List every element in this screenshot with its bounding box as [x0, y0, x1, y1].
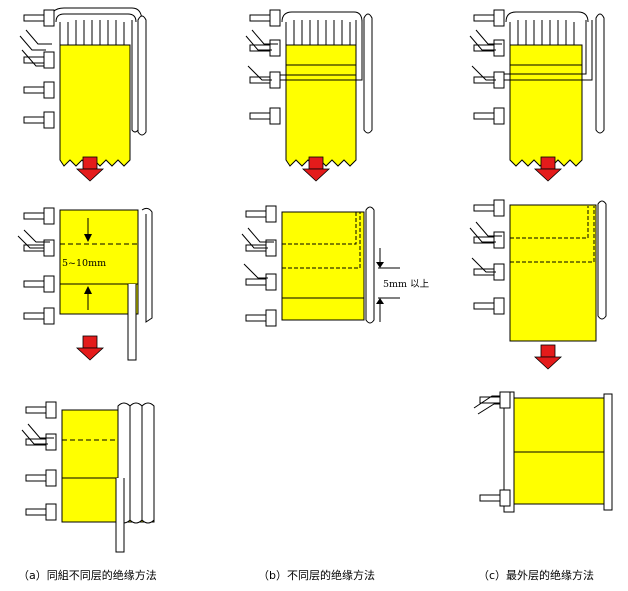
arrow-a-2: [76, 335, 104, 361]
gap-label-b: 5mm 以上: [383, 279, 430, 290]
diagram-b-step2: 5mm 以上: [241, 205, 430, 327]
diagram-b-step1: [245, 9, 373, 167]
gap-label-a: 5~10mm: [62, 258, 106, 269]
diagram-a-step2: 5~10mm: [17, 207, 153, 361]
diagram-a-step1: [19, 7, 147, 167]
caption-b: （b）不同层的绝缘方法: [258, 568, 375, 582]
arrow-c-2: [534, 344, 562, 370]
caption-a: （a）同組不同层的绝缘方法: [18, 568, 157, 582]
diagram-c-step1: [469, 9, 605, 167]
diagram-c-step3: [473, 391, 613, 513]
diagram-a-step3: [21, 401, 155, 553]
diagram-c-step2: [469, 199, 607, 342]
caption-c: （c）最外层的绝缘方法: [478, 568, 594, 582]
